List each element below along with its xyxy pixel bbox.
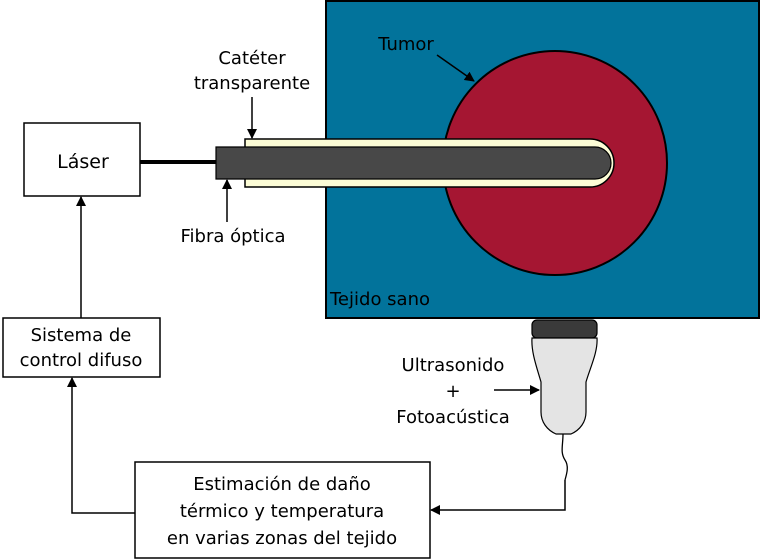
ultrasound-label-line3: Fotoacústica bbox=[396, 407, 510, 428]
fuzzy-control-label-line2: control difuso bbox=[20, 350, 143, 371]
optical-fiber bbox=[215, 146, 612, 180]
tumor-arrow bbox=[436, 54, 475, 82]
ultrasound-probe-cable bbox=[561, 433, 568, 481]
estimation-to-fuzzy-arrow bbox=[67, 377, 135, 514]
estimation-label-line2: térmico y temperatura bbox=[180, 501, 384, 522]
fiber-label: Fibra óptica bbox=[180, 226, 285, 247]
estimation-box bbox=[134, 461, 431, 559]
catheter-label-line2: transparente bbox=[194, 73, 310, 94]
probe-to-estimation-arrow bbox=[430, 480, 566, 515]
laser-label: Láser bbox=[57, 151, 109, 173]
tumor-label: Tumor bbox=[377, 34, 434, 55]
healthy-tissue-label: Tejido sano bbox=[329, 289, 430, 310]
catheter-label-line1: Catéter bbox=[218, 48, 286, 69]
estimation-label-line3: en varias zonas del tejido bbox=[167, 528, 397, 549]
fuzzy-control-label-line1: Sistema de bbox=[31, 325, 132, 346]
ultrasound-probe-head bbox=[531, 319, 598, 339]
laser-box bbox=[23, 122, 141, 197]
ultrasound-label-line1: Ultrasonido bbox=[402, 355, 505, 376]
ultrasound-label-line2: + bbox=[445, 381, 460, 402]
estimation-label-line1: Estimación de daño bbox=[193, 474, 371, 495]
fuzzy-control-box bbox=[2, 317, 161, 378]
ultrasound-probe-body bbox=[531, 337, 598, 435]
